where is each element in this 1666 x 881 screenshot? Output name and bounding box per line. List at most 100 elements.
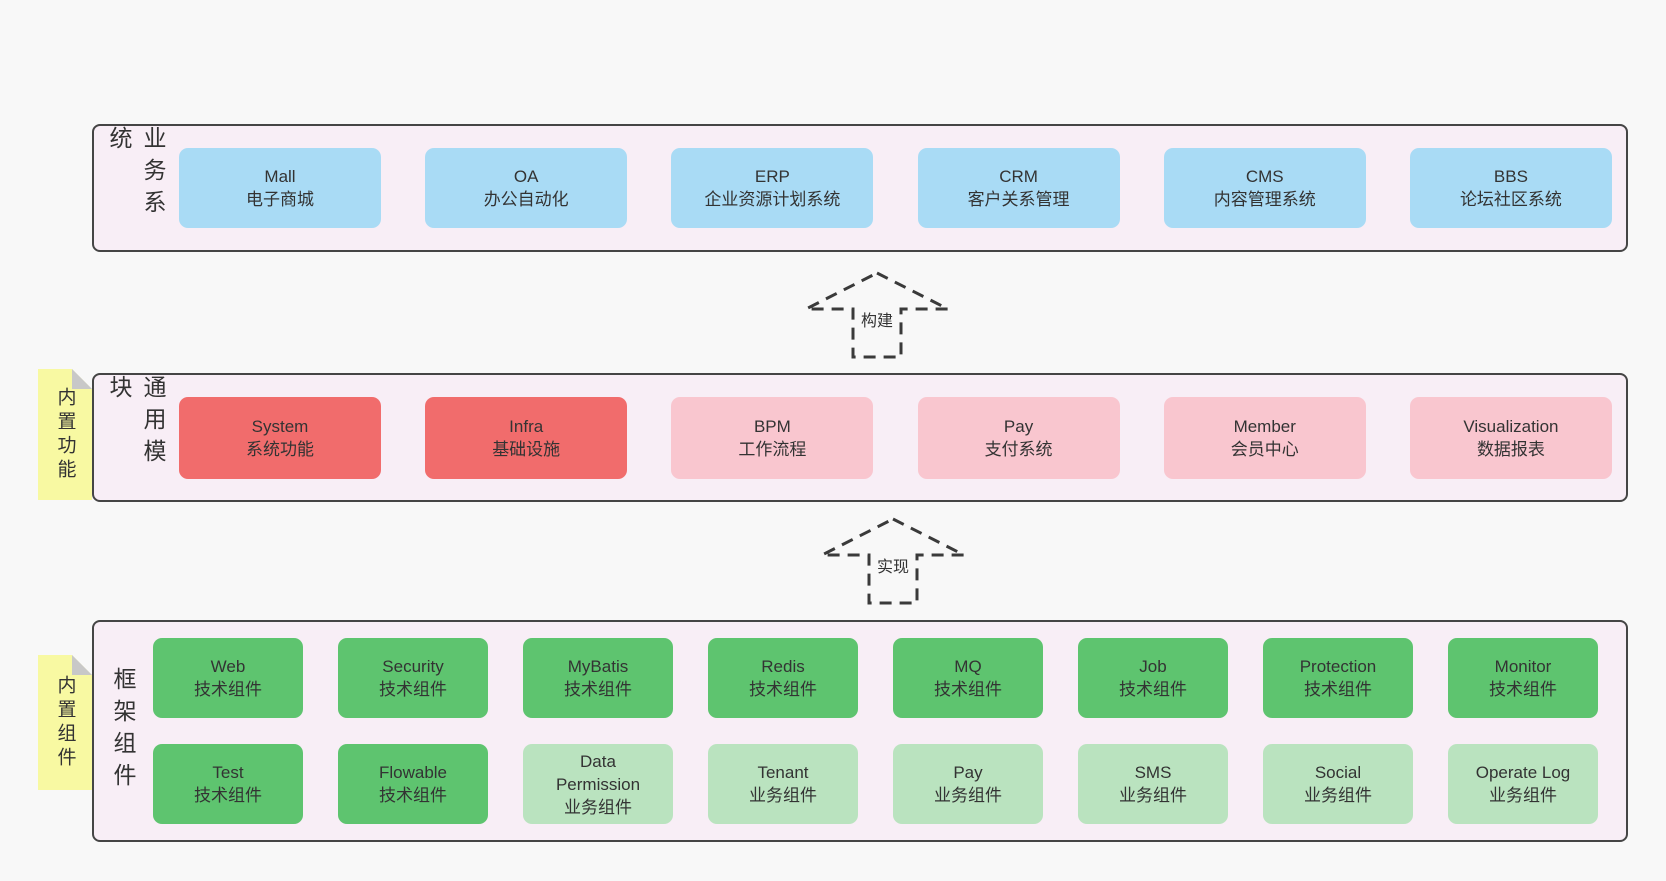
box-title: Test bbox=[212, 763, 244, 782]
box-title: OA bbox=[513, 167, 539, 186]
build-arrow-label: 构建 bbox=[857, 311, 897, 333]
box-test: Test 技术组件 bbox=[153, 744, 303, 824]
box-subtitle: 客户关系管理 bbox=[967, 190, 1070, 209]
builtin-components-sticky-note: 内置组件 bbox=[38, 655, 92, 790]
box-subtitle: 业务组件 bbox=[1119, 786, 1187, 805]
box-subtitle: 基础设施 bbox=[492, 439, 561, 459]
box-subtitle: 业务组件 bbox=[1489, 786, 1557, 805]
box-subtitle: 技术组件 bbox=[194, 786, 262, 805]
box-system: System 系统功能 bbox=[179, 396, 381, 479]
up-arrow-icon bbox=[805, 271, 949, 359]
box-title: SMS bbox=[1134, 763, 1172, 782]
box-subtitle: 工作流程 bbox=[738, 439, 807, 459]
box-subtitle: 办公自动化 bbox=[483, 190, 569, 209]
box-bpm: BPM 工作流程 bbox=[671, 396, 874, 479]
box-subtitle: 会员中心 bbox=[1230, 439, 1299, 459]
box-subtitle: 支付系统 bbox=[984, 439, 1053, 459]
box-title: Member bbox=[1233, 416, 1296, 436]
box-title: Mall bbox=[264, 167, 296, 186]
common-modules-boxes: System 系统功能 Infra 基础设施 BPM 工作流程 Pay 支付系统 Member 会… bbox=[179, 396, 1612, 479]
box-visualization: Visualization 数据报表 bbox=[1409, 396, 1612, 479]
box-subtitle: 技术组件 bbox=[379, 786, 447, 805]
box-cms: CMS 内容管理系统 bbox=[1163, 148, 1366, 228]
box-title: Web bbox=[210, 657, 246, 676]
box-subtitle: 企业资源计划系统 bbox=[704, 190, 841, 209]
box-subtitle: 系统功能 bbox=[246, 439, 314, 459]
framework-components-label: 框架组件 bbox=[110, 667, 136, 795]
business-systems-label: 业务系统 bbox=[106, 126, 166, 222]
builtin-components-sticky-label: 内置组件 bbox=[54, 674, 76, 771]
box-title: Visualization bbox=[1463, 416, 1559, 436]
box-bbs: BBS 论坛社区系统 bbox=[1409, 148, 1612, 228]
box-title: MyBatis bbox=[567, 657, 629, 676]
box-sms: SMS 业务组件 bbox=[1078, 744, 1228, 824]
box-title: ERP bbox=[754, 167, 790, 186]
box-subtitle: 内容管理系统 bbox=[1213, 190, 1316, 209]
common-modules-label-wrap: 通用模块 bbox=[102, 375, 170, 500]
box-subtitle: 技术组件 bbox=[564, 680, 632, 699]
box-mybatis: MyBatis 技术组件 bbox=[523, 638, 673, 718]
box-subtitle: 业务组件 bbox=[1304, 786, 1372, 805]
box-title: Protection bbox=[1299, 657, 1377, 676]
box-subtitle: 技术组件 bbox=[1489, 680, 1557, 699]
box-subtitle: 技术组件 bbox=[749, 680, 817, 699]
builtin-features-sticky-label: 内置功能 bbox=[54, 386, 76, 483]
box-security: Security 技术组件 bbox=[338, 638, 488, 718]
box-monitor: Monitor 技术组件 bbox=[1448, 638, 1598, 718]
box-title: Infra bbox=[509, 416, 544, 436]
box-title: BBS bbox=[1493, 167, 1528, 186]
box-title: Security bbox=[382, 657, 444, 676]
box-title: BPM bbox=[753, 416, 791, 436]
box-title: Pay bbox=[953, 763, 983, 782]
common-modules-label: 通用模块 bbox=[106, 375, 166, 471]
box-title: CMS bbox=[1245, 167, 1284, 186]
layer-common-modules: 通用模块 System 系统功能 Infra 基础设施 BPM 工作流程 Pay 支付系统 Me… bbox=[92, 373, 1628, 502]
box-subtitle: 数据报表 bbox=[1476, 439, 1545, 459]
box-title: Monitor bbox=[1494, 657, 1552, 676]
box-data-permission: Data Permission 业务组件 bbox=[523, 744, 673, 824]
box-erp: ERP 企业资源计划系统 bbox=[671, 148, 874, 228]
box-crm: CRM 客户关系管理 bbox=[917, 148, 1120, 228]
up-arrow-icon bbox=[821, 517, 965, 605]
box-social: Social 业务组件 bbox=[1263, 744, 1413, 824]
box-title: System bbox=[251, 416, 309, 436]
box-title: Data Permission bbox=[555, 751, 641, 794]
business-systems-label-wrap: 业务系统 bbox=[102, 126, 170, 250]
box-infra: Infra 基础设施 bbox=[425, 396, 628, 479]
box-subtitle: 技术组件 bbox=[194, 680, 262, 699]
box-web: Web 技术组件 bbox=[153, 638, 303, 718]
box-flowable: Flowable 技术组件 bbox=[338, 744, 488, 824]
framework-components-label-wrap: 框架组件 bbox=[102, 622, 144, 840]
box-subtitle: 技术组件 bbox=[379, 680, 447, 699]
box-oa: OA 办公自动化 bbox=[425, 148, 628, 228]
box-subtitle: 论坛社区系统 bbox=[1459, 190, 1562, 209]
biz-components-row: Test 技术组件 Flowable 技术组件 Data Permission 业务组件 T… bbox=[153, 744, 1598, 824]
box-operate-log: Operate Log 业务组件 bbox=[1448, 744, 1598, 824]
box-title: CRM bbox=[999, 167, 1038, 186]
box-pay: Pay 支付系统 bbox=[917, 396, 1120, 479]
box-redis: Redis 技术组件 bbox=[708, 638, 858, 718]
build-arrow: 构建 bbox=[804, 271, 950, 359]
box-title: Operate Log bbox=[1475, 763, 1571, 782]
box-title: Redis bbox=[761, 657, 805, 676]
box-title: Social bbox=[1314, 763, 1362, 782]
box-subtitle: 业务组件 bbox=[564, 797, 632, 817]
implement-arrow-label: 实现 bbox=[873, 557, 913, 579]
box-title: MQ bbox=[954, 657, 982, 676]
box-title: Job bbox=[1139, 657, 1167, 676]
box-job: Job 技术组件 bbox=[1078, 638, 1228, 718]
box-title: Flowable bbox=[378, 763, 448, 782]
box-title: Tenant bbox=[757, 763, 809, 782]
box-subtitle: 技术组件 bbox=[1119, 680, 1187, 699]
box-title: Pay bbox=[1003, 416, 1034, 436]
